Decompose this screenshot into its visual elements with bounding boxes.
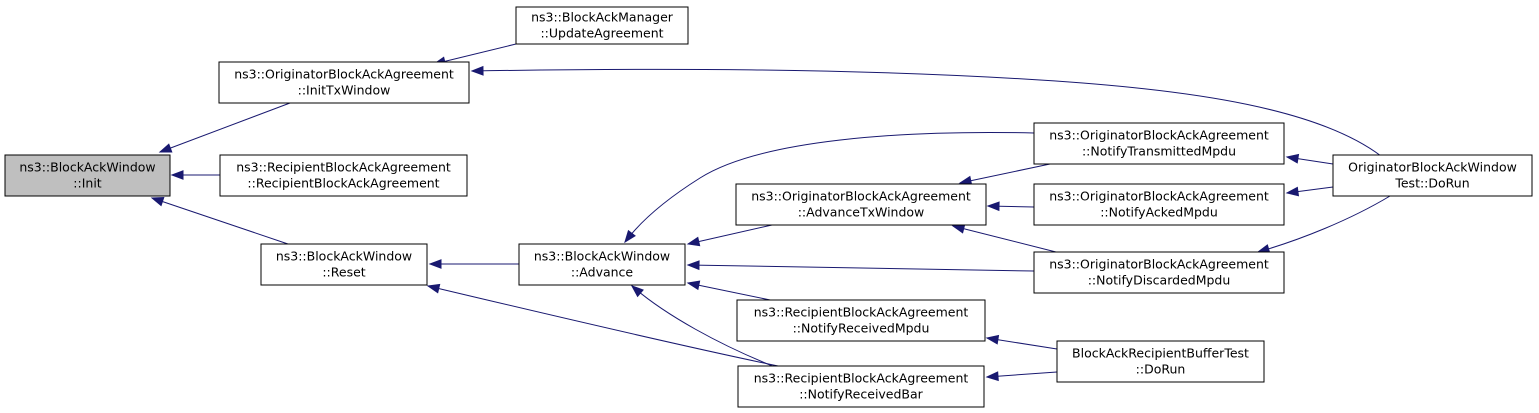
node-box[interactable] [1056,340,1265,383]
node-label-line-2: ::DoRun [1136,362,1186,377]
edge-originatorTest-to-notifyTransmitted [1285,153,1334,165]
node-notifyReceivedMpdu[interactable]: ns3::RecipientBlockAckAgreement::NotifyR… [736,299,986,342]
arrowhead [170,170,184,180]
node-label-line-2: ::NotifyAckedMpdu [1100,205,1218,220]
node-advanceTxWindow[interactable]: ns3::OriginatorBlockAckAgreement::Advanc… [735,183,987,226]
edge-recipientTest-to-notifyReceivedBar [985,371,1058,382]
node-box[interactable] [737,365,985,408]
arrowhead [986,201,1000,212]
arrowhead [686,260,700,271]
node-initTxWindow[interactable]: ns3::OriginatorBlockAckAgreement::InitTx… [218,61,470,104]
node-label-line-1: OriginatorBlockAckWindow [1348,160,1517,175]
node-box[interactable] [1332,154,1533,197]
node-label-line-2: ::UpdateAgreement [540,26,663,41]
node-notifyTransmitted[interactable]: ns3::OriginatorBlockAckAgreement::Notify… [1033,122,1285,165]
node-notifyReceivedBar[interactable]: ns3::RecipientBlockAckAgreement::NotifyR… [737,365,985,408]
edge-initTxWindow-to-init [158,102,291,153]
edge-reset-to-init [150,197,289,245]
arrowhead [686,236,701,247]
node-init[interactable]: ns3::BlockAckWindow::Init [4,154,171,197]
node-box[interactable] [518,243,686,286]
arrowhead [985,371,999,382]
node-label-line-2: ::NotifyTransmittedMpdu [1082,144,1236,159]
node-label-line-1: ns3::BlockAckWindow [19,160,155,175]
node-label-line-1: BlockAckRecipientBufferTest [1072,346,1249,361]
node-label-line-2: ::AdvanceTxWindow [798,205,925,220]
node-advance[interactable]: ns3::BlockAckWindow::Advance [518,243,686,286]
node-label-line-1: ns3::OriginatorBlockAckAgreement [1049,189,1269,204]
node-box[interactable] [4,154,171,197]
arrowhead [951,224,966,234]
arrowhead [428,259,442,269]
edge-notifyDiscarded-to-advanceTxWindow [951,224,1057,253]
node-reset[interactable]: ns3::BlockAckWindow::Reset [260,243,428,286]
node-label-line-2: Test::DoRun [1394,176,1469,191]
node-label-line-1: ns3::BlockAckManager [531,10,674,25]
edge-recipientCtor-to-init [170,170,220,180]
arrowhead [630,285,644,298]
node-box[interactable] [260,243,428,286]
node-box[interactable] [218,61,470,104]
node-label-line-2: ::NotifyDiscardedMpdu [1088,273,1231,288]
edge-notifyReceivedMpdu-to-advance [686,280,776,302]
node-box[interactable] [1033,122,1285,165]
node-label-line-1: ns3::RecipientBlockAckAgreement [236,160,451,175]
edge-notifyReceivedBar-to-advance [630,285,776,368]
node-recipientCtor[interactable]: ns3::RecipientBlockAckAgreement::Recipie… [219,154,468,197]
arrowhead [686,280,701,291]
node-label-line-1: ns3::RecipientBlockAckAgreement [754,305,969,320]
edge-originatorTest-to-initTxWindow [470,65,1382,157]
node-box[interactable] [735,183,987,226]
edge-notifyAcked-to-advanceTxWindow [986,201,1035,212]
node-label-line-2: ::Reset [322,265,365,280]
node-label-line-2: ::RecipientBlockAckAgreement [247,176,439,191]
node-label-line-1: ns3::OriginatorBlockAckAgreement [1049,128,1269,143]
node-label-line-2: ::Advance [571,265,634,280]
node-notifyAcked[interactable]: ns3::OriginatorBlockAckAgreement::Notify… [1033,183,1285,226]
arrowhead [624,229,636,244]
node-label-line-2: ::InitTxWindow [298,83,391,98]
node-label-line-2: ::NotifyReceivedMpdu [793,321,930,336]
node-box[interactable] [1033,251,1285,294]
arrowhead [150,197,165,207]
node-label-line-1: ns3::BlockAckWindow [276,249,412,264]
arrowhead [1285,186,1300,197]
node-box[interactable] [515,6,689,45]
edge-notifyTransmitted-to-advance [624,132,1035,244]
node-label-line-2: ::NotifyReceivedBar [799,387,923,402]
node-label-line-1: ns3::BlockAckWindow [534,249,670,264]
node-label-line-1: ns3::OriginatorBlockAckAgreement [751,189,971,204]
arrowhead [470,65,484,76]
node-recipientTest[interactable]: BlockAckRecipientBufferTest::DoRun [1056,340,1265,383]
node-updateAgreement[interactable]: ns3::BlockAckManager::UpdateAgreement [515,6,689,45]
node-box[interactable] [736,299,986,342]
node-label-line-1: ns3::OriginatorBlockAckAgreement [1049,257,1269,272]
edge-recipientTest-to-notifyReceivedMpdu [985,334,1058,350]
edge-originatorTest-to-notifyAcked [1285,186,1334,197]
arrowhead [1285,153,1300,164]
arrowhead [985,334,1000,345]
edge-notifyTransmitted-to-advanceTxWindow [958,163,1051,186]
edge-notifyDiscarded-to-advance [686,260,1035,272]
edge-notifyReceivedBar-to-reset [426,283,784,368]
nodes-layer: ns3::BlockAckWindow::Initns3::Originator… [4,6,1533,408]
node-notifyDiscarded[interactable]: ns3::OriginatorBlockAckAgreement::Notify… [1033,251,1285,294]
node-label-line-1: ns3::OriginatorBlockAckAgreement [234,67,454,82]
arrowhead [158,143,173,153]
node-box[interactable] [219,154,468,197]
edge-advance-to-reset [428,259,519,269]
edge-advanceTxWindow-to-advance [686,224,773,247]
node-label-line-2: ::Init [73,176,102,191]
node-label-line-1: ns3::RecipientBlockAckAgreement [754,371,969,386]
arrowhead [426,283,441,294]
node-box[interactable] [1033,183,1285,226]
